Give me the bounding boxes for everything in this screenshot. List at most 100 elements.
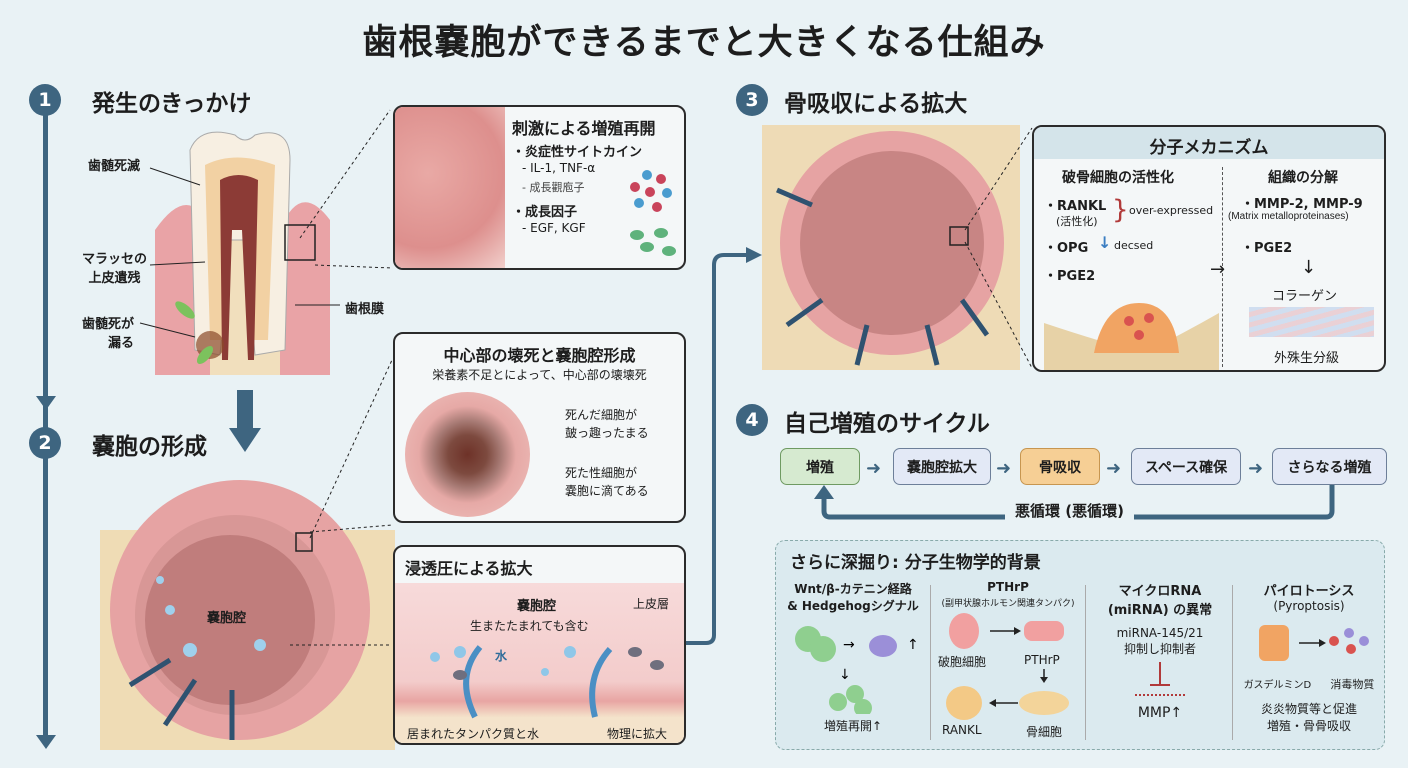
step-1-badge: 1 bbox=[29, 84, 61, 116]
cycle-arrow-icon: ➜ bbox=[1248, 458, 1264, 479]
box1-bullet-growth: ・成長因子 bbox=[512, 205, 578, 220]
cycle-loop-label: 悪循環 (悪循環) bbox=[1005, 500, 1134, 521]
wnt-footer: 増殖再開↑ bbox=[823, 719, 883, 733]
mirna-subtitle: (miRNA) の異常 bbox=[1107, 603, 1213, 618]
mirna-title: マイクロRNA bbox=[1118, 584, 1202, 599]
divider bbox=[930, 585, 931, 740]
gasdermin-image bbox=[1259, 625, 1369, 661]
box3-cavity-label: 嚢胞腔 bbox=[517, 599, 557, 614]
cyst-cavity-label: 嚢胞腔 bbox=[207, 611, 247, 626]
substance-label: 消毒物質 bbox=[1330, 678, 1375, 691]
water-arrows bbox=[430, 645, 664, 719]
divider bbox=[1085, 585, 1086, 740]
wnt-subtitle: & Hedgehogシグナル bbox=[787, 599, 919, 613]
pthrp-label-osteocyte: 骨細胞 bbox=[1026, 725, 1063, 739]
step-2-badge: 2 bbox=[29, 427, 61, 459]
leader-lines bbox=[139, 109, 393, 338]
cell-cluster-image bbox=[395, 107, 505, 268]
right-arrow-icon: → bbox=[1210, 259, 1226, 280]
box2-label-drip: 死た性細胞が 嚢胞に滴てある bbox=[565, 466, 649, 498]
wnt-title: Wnt/β-カテニン経路 bbox=[794, 582, 912, 596]
mech-pge2-right: ・PGE2 bbox=[1241, 241, 1293, 256]
timeline-line bbox=[43, 100, 48, 740]
box3-bottom-right: 物理に拡大 bbox=[607, 727, 668, 741]
box3-epithelium-label: 上皮層 bbox=[633, 597, 670, 611]
mirna-name: miRNA-145/21 bbox=[1116, 626, 1204, 640]
box2-label-dead-cells: 死んだ細胞が 皷っ趣ったまる bbox=[565, 408, 649, 440]
deep-col-mirna: マイクロRNA (miRNA) の異常 miRNA-145/21 抑制し抑制者 … bbox=[1088, 580, 1232, 721]
box3-subtitle: 生またたまれても含む bbox=[470, 619, 589, 633]
cycle-cavity-expansion: 嚢胞腔拡大 bbox=[893, 448, 991, 485]
label-pulp-necrosis: 歯髄死滅 bbox=[88, 159, 141, 174]
bone-resorption-image bbox=[762, 125, 1020, 370]
box1-sub: - 成長觀庖子 bbox=[522, 181, 585, 194]
timeline-arrow-icon bbox=[36, 396, 56, 410]
box1-title: 刺激による増殖再開 bbox=[512, 119, 656, 138]
mech-collagen: コラーゲン bbox=[1272, 289, 1338, 304]
pyroptosis-title: パイロトーシス bbox=[1263, 584, 1355, 599]
mech-leader-lines bbox=[964, 127, 1033, 369]
mech-rankl-sub: (活性化) bbox=[1056, 215, 1098, 228]
label-pdl: 歯根膜 bbox=[345, 302, 385, 317]
cyst-leader-lines bbox=[290, 359, 393, 646]
down-arrow-icon bbox=[237, 390, 253, 430]
mech-decreased: decsed bbox=[1114, 239, 1154, 252]
water-label: 水 bbox=[495, 649, 508, 663]
collagen-fibers-image bbox=[1249, 307, 1374, 337]
cycle-arrow-icon: ➜ bbox=[1106, 458, 1122, 479]
mech-right-title: 組織の分解 bbox=[1268, 170, 1338, 186]
mech-mmp-sub: (Matrix metalloproteinases) bbox=[1228, 211, 1349, 222]
box1-il1: - IL-1, TNF-α bbox=[522, 161, 596, 175]
step-2-title: 嚢胞の形成 bbox=[92, 434, 207, 460]
pthrp-label-b: PTHrP bbox=[1024, 653, 1060, 667]
cycle-arrow-icon: ➜ bbox=[866, 458, 882, 479]
connector-arrow bbox=[686, 247, 762, 645]
mech-bottom: 外殊生分級 bbox=[1274, 351, 1340, 366]
molecular-mechanism-box: 分子メカニズム 破骨細胞の活性化 ・RANKL (活性化) } over-exp… bbox=[1032, 125, 1386, 372]
osteoclast-image bbox=[1044, 303, 1219, 370]
box3-title: 浸透圧による拡大 bbox=[405, 559, 533, 578]
box1-egf: - EGF, KGF bbox=[522, 221, 586, 235]
brace-icon: } bbox=[1112, 195, 1129, 225]
deep-dive-title: さらに深掘り: 分子生物学的背景 bbox=[790, 553, 1041, 573]
box2-title: 中心部の壊死と嚢胞腔形成 bbox=[443, 346, 636, 365]
down-arrow-icon bbox=[229, 428, 261, 452]
svg-text:↓: ↓ bbox=[839, 667, 851, 683]
svg-text:→: → bbox=[843, 637, 855, 653]
pyroptosis-subtitle: (Pyroptosis) bbox=[1273, 599, 1345, 613]
pthrp-label-rankl: RANKL bbox=[942, 723, 982, 737]
deep-col-wnt: Wnt/β-カテニン経路 & Hedgehogシグナル →↑↓ 増殖再開↑ bbox=[778, 580, 928, 734]
necrosis-sphere-image bbox=[405, 392, 530, 517]
pthrp-cells-image bbox=[949, 613, 1064, 649]
box3-bottom-left: 居まれたタンパク質と水 bbox=[407, 727, 540, 741]
mech-header bbox=[1034, 127, 1384, 159]
box2-subtitle: 栄養素不足とによって、中心部の壊壊死 bbox=[432, 368, 647, 382]
down-arrow-icon: ↓ bbox=[1301, 257, 1317, 278]
step-3-title: 骨吸収による拡大 bbox=[784, 91, 968, 117]
tooth-illustration bbox=[155, 131, 330, 375]
down-arrow-icon bbox=[1040, 669, 1048, 683]
mech-opg: ・OPG bbox=[1044, 241, 1089, 256]
mirna-footer: MMP↑ bbox=[1137, 705, 1183, 721]
mech-pge2-left: ・PGE2 bbox=[1044, 269, 1096, 284]
cyst-illustration bbox=[100, 480, 395, 750]
gasdermin-label: ガスデルミンD bbox=[1243, 680, 1312, 691]
osteocyte-image bbox=[946, 686, 1069, 720]
down-arrow-blue-icon: ↓ bbox=[1098, 233, 1112, 252]
molecule-dots bbox=[630, 170, 676, 256]
cycle-further-proliferation: さらなる増殖 bbox=[1272, 448, 1387, 485]
mech-mmp: ・MMP-2, MMP-9 bbox=[1241, 197, 1363, 212]
inhibition-icon bbox=[1135, 662, 1185, 696]
wnt-cells-image: →↑↓ bbox=[795, 626, 919, 717]
cycle-bone-resorption: 骨吸収 bbox=[1020, 448, 1100, 485]
label-malassez: マラッセの 上皮遺残 bbox=[82, 252, 148, 286]
step-3-badge: 3 bbox=[736, 84, 768, 116]
divider bbox=[1232, 585, 1233, 740]
deep-col-pthrp: PTHrP (副甲状腺ホルモン関連タンパク) 破胞細胞 PTHrP RANKL … bbox=[932, 580, 1084, 740]
step-4-title: 自己増殖のサイクル bbox=[784, 411, 990, 437]
page-title: 歯根嚢胞ができるまでと大きくなる仕組み bbox=[362, 23, 1046, 63]
cycle-space: スペース確保 bbox=[1131, 448, 1241, 485]
mech-divider bbox=[1222, 167, 1223, 367]
cycle-proliferation: 増殖 bbox=[780, 448, 860, 485]
cycle-arrow-icon: ➜ bbox=[996, 458, 1012, 479]
